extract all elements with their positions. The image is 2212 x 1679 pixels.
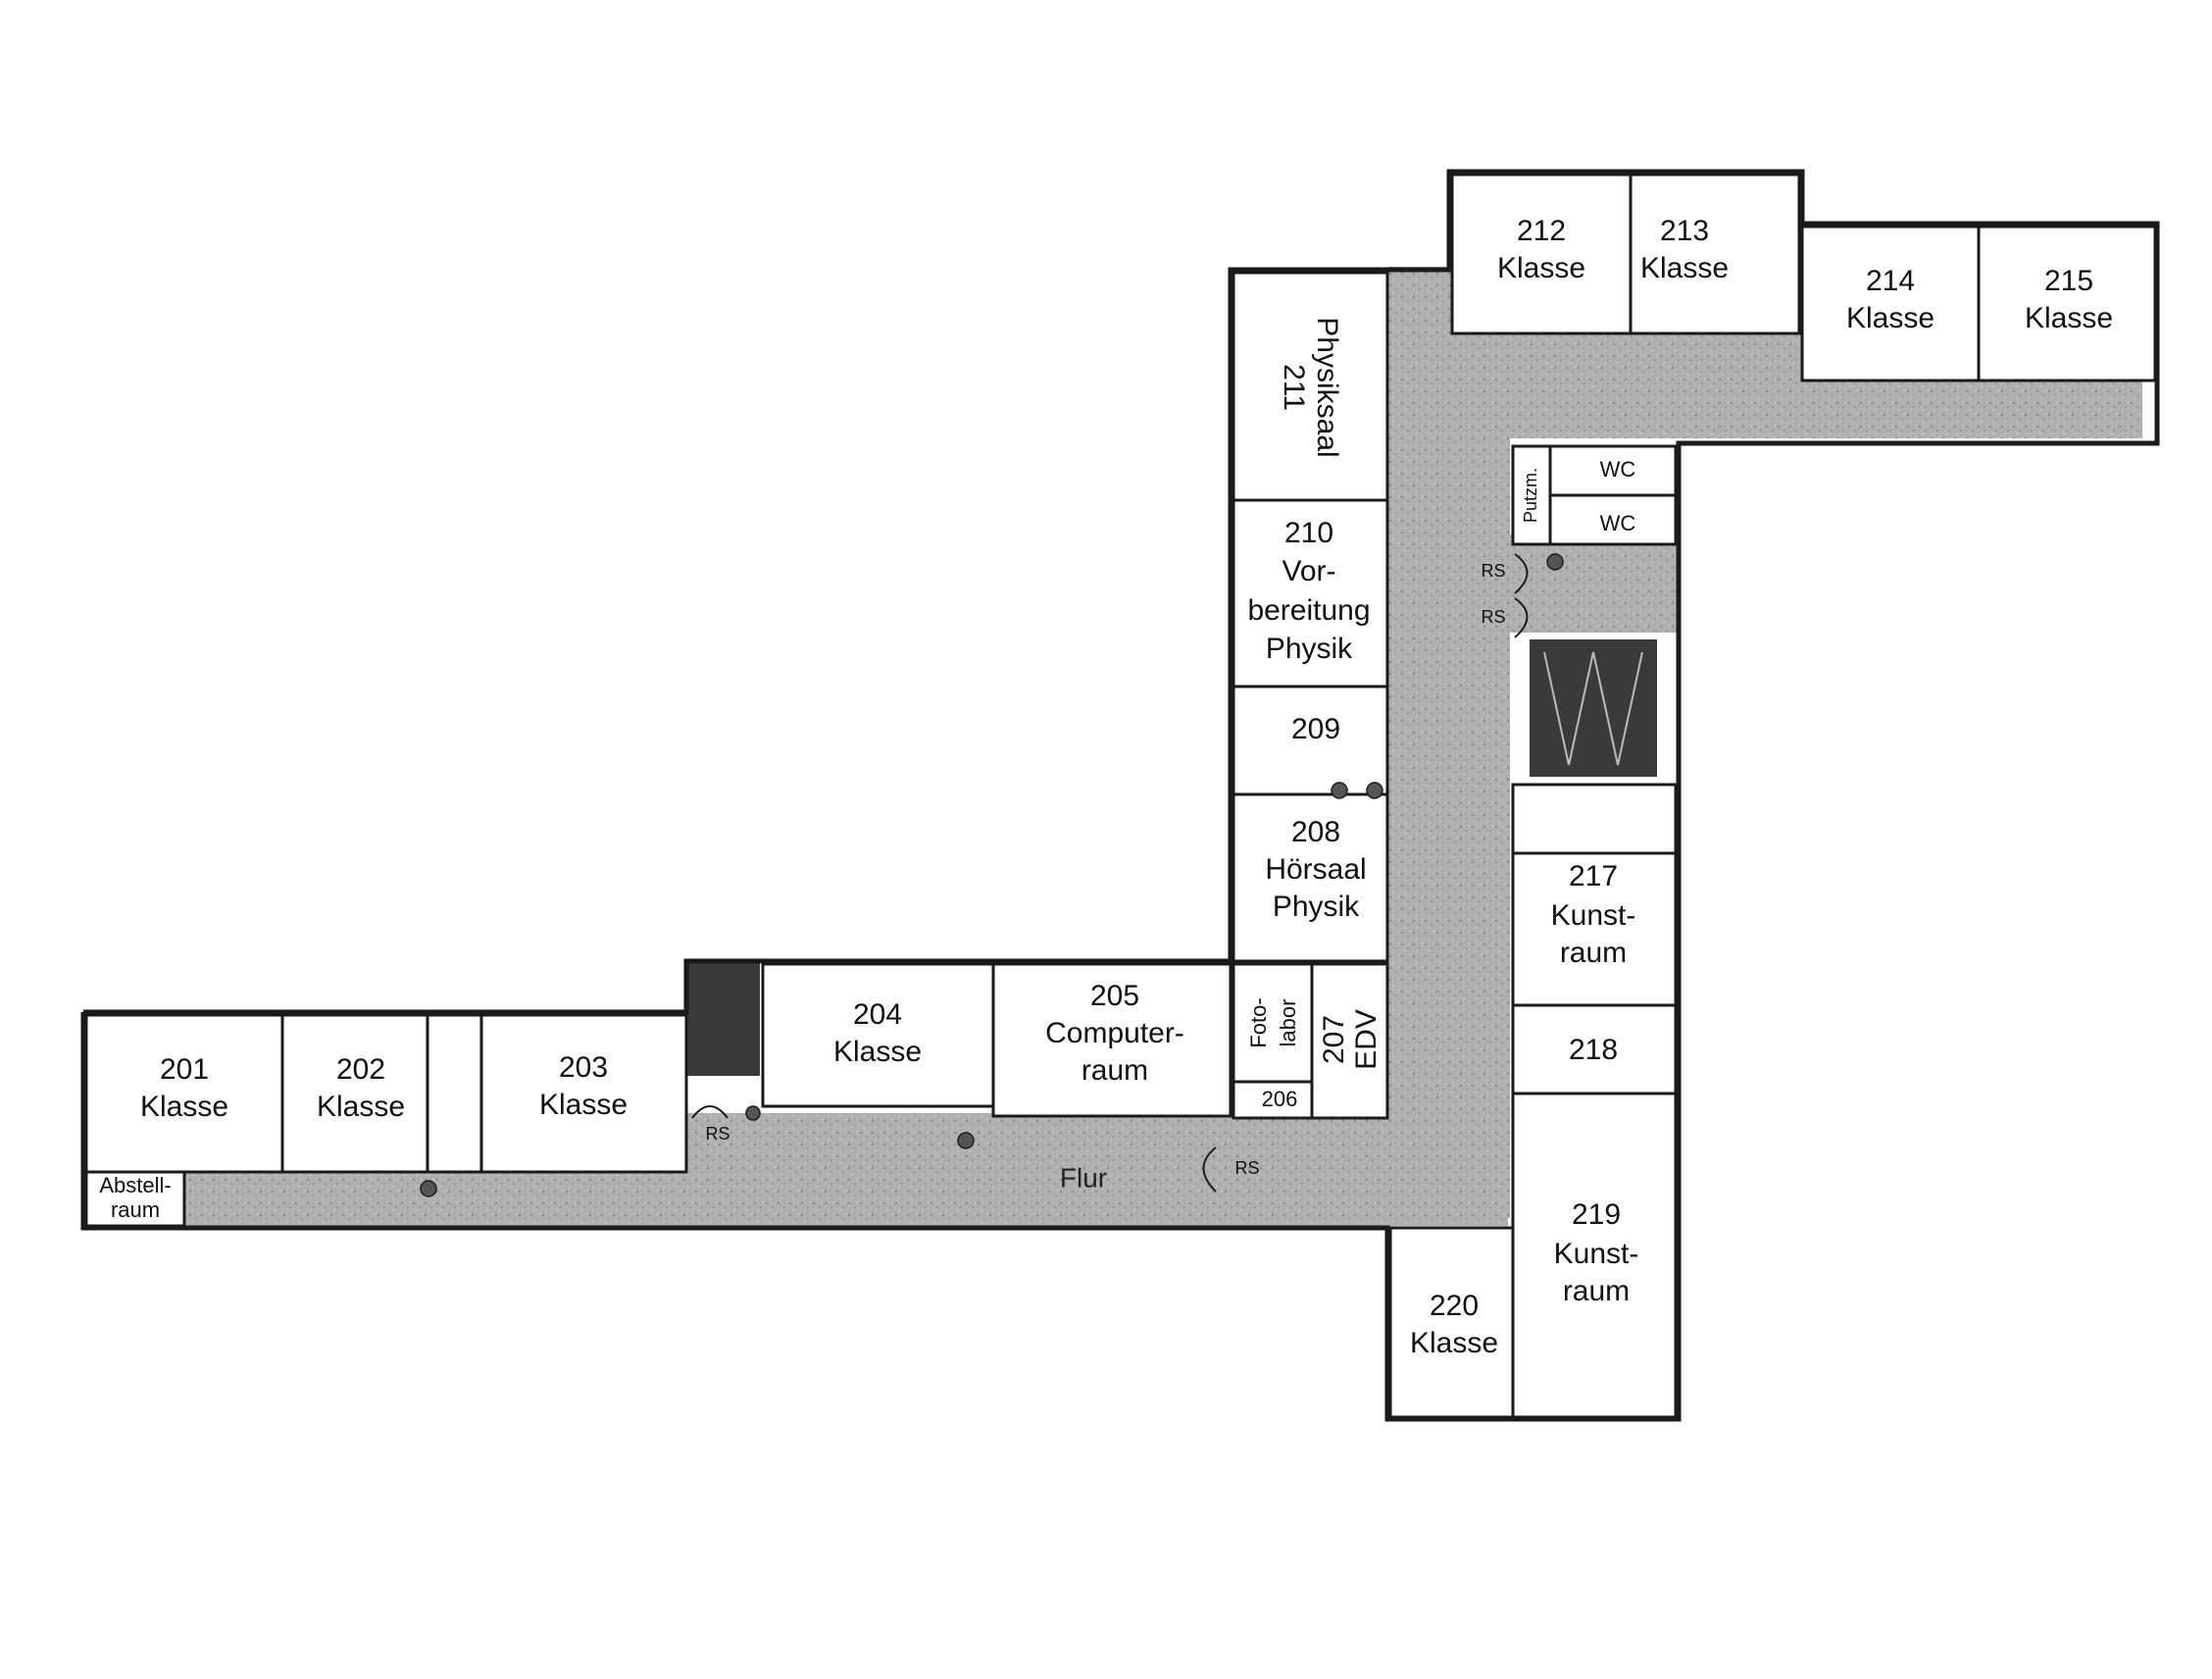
room-207-name: EDV — [1350, 1009, 1382, 1070]
room-209[interactable]: 209 — [1232, 685, 1389, 796]
room-204-number: 204 — [853, 998, 902, 1031]
room-202[interactable]: 202 Klasse — [280, 1013, 429, 1174]
room-212[interactable]: 212 Klasse — [1450, 173, 1633, 335]
room-218[interactable]: 218 — [1511, 1003, 1678, 1095]
room-217-name-line2: raum — [1560, 937, 1627, 969]
fire-door-north-2-label: RS — [1481, 607, 1505, 627]
fixture-marker — [745, 1105, 761, 1121]
room-219-name-line2: raum — [1563, 1275, 1630, 1307]
room-217-name-line1: Kunst- — [1551, 899, 1636, 932]
room-217[interactable]: 217 Kunst- raum — [1511, 851, 1678, 1007]
room-210-name-line2: bereitung — [1247, 594, 1370, 627]
room-207-number: 207 — [1318, 1015, 1350, 1064]
east-wing-passage — [1511, 783, 1678, 855]
room-208-name-line1: Hörsaal — [1265, 853, 1366, 886]
room-201[interactable]: 201 Klasse — [84, 1013, 284, 1174]
abstellraum[interactable]: Abstell- raum — [84, 1170, 186, 1228]
room-205-number: 205 — [1090, 980, 1139, 1012]
fire-door-west[interactable]: RS — [691, 1105, 730, 1144]
room-203-number: 203 — [559, 1051, 608, 1084]
room-205-name-line1: Computer- — [1045, 1017, 1184, 1049]
room-219[interactable]: 219 Kunst- raum — [1511, 1092, 1678, 1419]
corridor-lobby — [1510, 534, 1677, 633]
room-220[interactable]: 220 Klasse — [1388, 1226, 1515, 1419]
room-211-number: 211 — [1278, 364, 1310, 411]
fire-door-west-label: RS — [705, 1124, 729, 1144]
room-215-number: 215 — [2044, 265, 2093, 297]
room-213-number: 213 — [1660, 215, 1709, 247]
room-205-name-line2: raum — [1081, 1054, 1148, 1087]
room-208-number: 208 — [1291, 816, 1340, 848]
putzmittelraum[interactable]: Putzm. — [1511, 444, 1552, 546]
room-204[interactable]: 204 Klasse — [761, 962, 995, 1108]
room-202-annex — [426, 1013, 483, 1174]
room-212-name: Klasse — [1497, 252, 1585, 284]
stairwell-east — [1530, 639, 1657, 777]
room-205[interactable]: 205 Computer- raum — [991, 962, 1232, 1118]
wc-1-label: WC — [1600, 457, 1636, 482]
fixture-marker — [1546, 553, 1564, 571]
fixture-markers — [420, 553, 1564, 1197]
room-201-number: 201 — [160, 1053, 209, 1086]
abstellraum-line1: Abstell- — [99, 1173, 171, 1197]
fire-door-south[interactable]: RS — [1202, 1146, 1260, 1193]
room-203[interactable]: 203 Klasse — [479, 1013, 688, 1174]
room-214[interactable]: 214 Klasse — [1800, 225, 1981, 382]
fotolabor-line2: labor — [1276, 999, 1300, 1047]
wc-2[interactable]: WC — [1548, 493, 1678, 546]
room-201-name: Klasse — [140, 1091, 228, 1123]
putzm-label: Putzm. — [1521, 468, 1540, 523]
abstellraum-line2: raum — [111, 1197, 160, 1222]
stairwell-west — [686, 963, 760, 1076]
room-219-name-line1: Kunst- — [1554, 1238, 1639, 1270]
room-208-name-line2: Physik — [1273, 890, 1360, 923]
fire-door-north-1[interactable]: RS — [1481, 553, 1529, 594]
fixture-marker — [1366, 782, 1383, 799]
room-218-number: 218 — [1569, 1034, 1618, 1066]
room-215[interactable]: 215 Klasse — [1977, 225, 2157, 382]
room-210-number: 210 — [1284, 517, 1333, 549]
wc-1[interactable]: WC — [1548, 444, 1678, 497]
room-215-name: Klasse — [2025, 302, 2113, 334]
room-217-number: 217 — [1569, 860, 1618, 892]
wc-2-label: WC — [1600, 511, 1636, 535]
room-202-name: Klasse — [317, 1091, 405, 1123]
room-214-name: Klasse — [1846, 302, 1935, 334]
room-219-number: 219 — [1572, 1198, 1621, 1231]
room-214-number: 214 — [1866, 265, 1915, 297]
fixture-marker — [420, 1180, 437, 1197]
room-211-name: Physiksaal — [1311, 317, 1343, 457]
fire-door-north-1-label: RS — [1481, 561, 1505, 581]
fire-door-south-label: RS — [1234, 1158, 1259, 1178]
room-220-name: Klasse — [1410, 1327, 1498, 1359]
room-220-number: 220 — [1430, 1290, 1479, 1322]
fixture-marker — [957, 1132, 975, 1149]
room-211[interactable]: 211 Physiksaal — [1232, 271, 1389, 502]
room-207[interactable]: 207 EDV — [1310, 962, 1389, 1120]
corridor — [86, 267, 2142, 1226]
corridor-label: Flur — [1060, 1162, 1107, 1193]
room-203-name: Klasse — [539, 1089, 628, 1121]
room-206[interactable]: 206 — [1232, 1080, 1314, 1120]
room-210-name-line3: Physik — [1266, 633, 1353, 665]
room-209-number: 209 — [1291, 713, 1340, 745]
fotolabor[interactable]: Foto- labor — [1232, 962, 1314, 1084]
fixture-marker — [1331, 782, 1348, 799]
fotolabor-line1: Foto- — [1246, 997, 1271, 1047]
room-210-name-line1: Vor- — [1282, 555, 1335, 587]
room-202-number: 202 — [336, 1053, 385, 1086]
room-208[interactable]: 208 Hörsaal Physik — [1232, 792, 1389, 963]
room-204-name: Klasse — [833, 1036, 922, 1068]
room-213[interactable]: 213 Klasse — [1629, 173, 1801, 335]
walls — [80, 169, 2160, 1422]
room-213-name: Klasse — [1640, 252, 1729, 284]
corridor-north-east — [1802, 378, 2140, 436]
room-206-number: 206 — [1262, 1087, 1298, 1111]
fire-door-north-2[interactable]: RS — [1481, 597, 1529, 638]
room-210[interactable]: 210 Vor- bereitung Physik — [1232, 498, 1389, 688]
room-212-number: 212 — [1517, 215, 1566, 247]
